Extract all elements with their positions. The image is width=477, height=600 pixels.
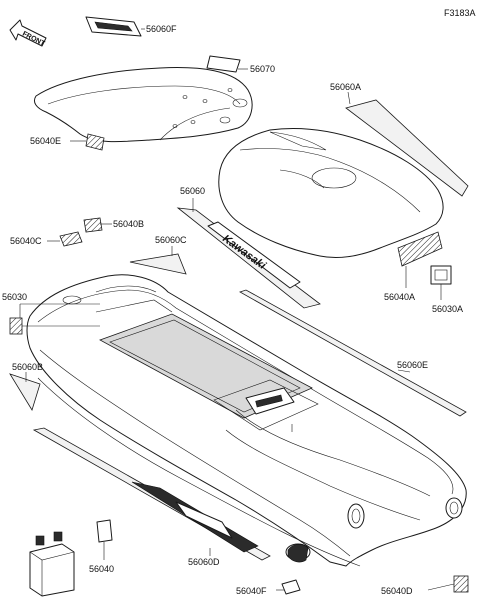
label-56060E: 56060E (397, 360, 428, 370)
engine-cover (218, 128, 444, 259)
decal-56060A (345, 99, 469, 197)
label-56060D: 56060D (188, 557, 220, 567)
label-56040B: 56040B (113, 219, 144, 229)
battery-box-icon (29, 531, 75, 597)
label-56040: 56040 (89, 564, 114, 574)
label-56060B: 56060B (12, 362, 43, 372)
decal-56040D (453, 575, 469, 593)
decal-56040B (83, 217, 103, 233)
figure-code: F3183A (444, 8, 476, 18)
label-56040A: 56040A (384, 292, 415, 302)
decal-56040C (59, 231, 83, 247)
label-56060F: 56060F (146, 24, 177, 34)
decal-56070 (206, 55, 241, 73)
hood-cover (33, 67, 253, 143)
label-56030A: 56030A (432, 304, 463, 314)
label-56040F: 56040F (236, 586, 267, 596)
brand-decal-text: Kawasaki (220, 233, 268, 273)
decal-56040 (96, 519, 113, 543)
label-56040D: 56040D (381, 586, 413, 596)
decal-56040E (85, 133, 105, 151)
label-56060A: 56060A (330, 82, 361, 92)
label-56030-area (9, 303, 100, 335)
hull-body (26, 274, 467, 567)
label-56060: 56060 (180, 186, 205, 196)
label-56040C: 56040C (10, 236, 42, 246)
deck-emblem (245, 387, 295, 415)
label-56060C: 56060C (155, 235, 187, 245)
decal-56040A (397, 231, 443, 267)
label-56070: 56070 (250, 64, 275, 74)
tag-56030A (430, 265, 452, 300)
emblem-56040F (276, 543, 311, 595)
decal-56060B (9, 373, 41, 411)
decal-56060D (32, 427, 271, 561)
front-arrow-icon: FRONT (9, 19, 47, 48)
label-56040E: 56040E (30, 136, 61, 146)
label-56030: 56030 (2, 292, 27, 302)
decal-56060C (129, 253, 187, 275)
decal-56060F (85, 16, 142, 37)
decal-56060E (239, 289, 467, 417)
